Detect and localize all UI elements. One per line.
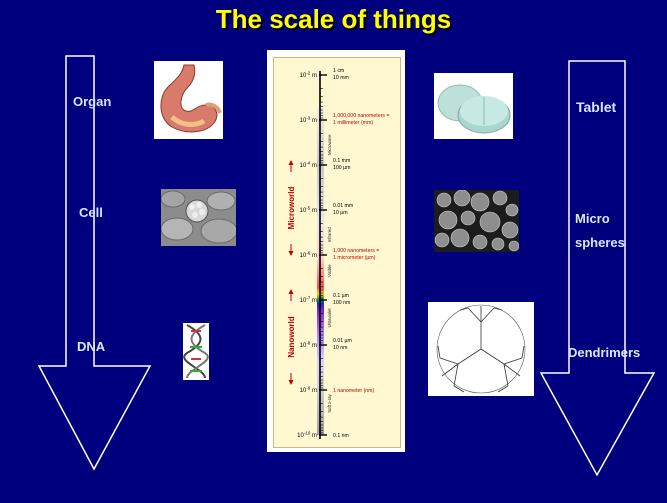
scale-value-label: 0.1 nm — [333, 433, 349, 439]
scale-value-label: 1 cm — [333, 68, 344, 74]
label-organ: Organ — [73, 94, 112, 109]
cell-image — [161, 189, 236, 246]
right-down-arrow — [539, 60, 656, 477]
scale-value-label: 0.01 µm — [333, 338, 352, 344]
page-title: The scale of things — [215, 4, 452, 34]
label-tablet: Tablet — [576, 99, 617, 115]
scale-value-label: 10 µm — [333, 210, 348, 216]
spectrum-region-label: Soft x-ray — [327, 393, 332, 412]
label-micro: Micro — [575, 211, 610, 226]
exponent-label: 10-4 m — [300, 161, 317, 170]
scale-value-label: 0.1 µm — [333, 293, 349, 299]
scale-value-label: 10 mm — [333, 75, 349, 81]
exponent-label: 10-3 m — [300, 116, 317, 125]
exponent-label: 10-6 m — [300, 251, 317, 260]
microspheres-image — [434, 190, 519, 252]
scale-value-label: 10 nm — [333, 345, 347, 351]
microworld-label-arrowhead-down — [288, 251, 294, 256]
microworld-label: Microworld — [287, 187, 296, 230]
stomach-image — [154, 61, 223, 139]
scale-value-label: 1,000 nanometers = — [333, 248, 379, 254]
exponent-label: 10-8 m — [300, 341, 317, 350]
exponent-label: 10-2 m — [300, 71, 317, 80]
scale-value-label: 1 micrometer (µm) — [333, 255, 376, 261]
left-down-arrow — [37, 55, 152, 471]
scale-value-label: 1 nanometer (nm) — [333, 388, 375, 394]
scale-value-label: 100 µm — [333, 165, 350, 171]
microworld-label-arrowhead-up — [288, 160, 294, 165]
nanoworld-label: Nanoworld — [287, 316, 296, 357]
spectrum-region-label: Microwave — [327, 134, 332, 155]
scale-value-label: 1 millimeter (mm) — [333, 120, 373, 126]
exponent-label: 10-9 m — [300, 386, 317, 395]
label-cell: Cell — [79, 205, 103, 220]
label-spheres: spheres — [575, 235, 625, 250]
scale-paper — [273, 57, 401, 448]
tablet-image — [434, 73, 513, 139]
dna-image — [183, 323, 209, 380]
dendrimer-image — [428, 302, 534, 396]
label-dna: DNA — [77, 339, 106, 354]
scale-value-label: 100 nm — [333, 300, 350, 306]
exponent-label: 10-10 m — [297, 431, 317, 440]
scale-value-label: 0.1 mm — [333, 158, 350, 164]
spectrum-region-label: Infrared — [327, 227, 332, 242]
scale-value-label: 1,000,000 nanometers = — [333, 113, 389, 119]
label-dendrimers: Dendrimers — [568, 345, 641, 360]
spectrum-region-label: Ultraviolet — [327, 308, 332, 328]
nanoworld-label-arrowhead-up — [288, 289, 294, 294]
exponent-label: 10-7 m — [300, 296, 317, 305]
scale-value-label: 0.01 mm — [333, 203, 353, 209]
nanoworld-label-arrowhead-down — [288, 380, 294, 385]
exponent-label: 10-5 m — [300, 206, 317, 215]
spectrum-region-label: Visible — [327, 264, 332, 277]
